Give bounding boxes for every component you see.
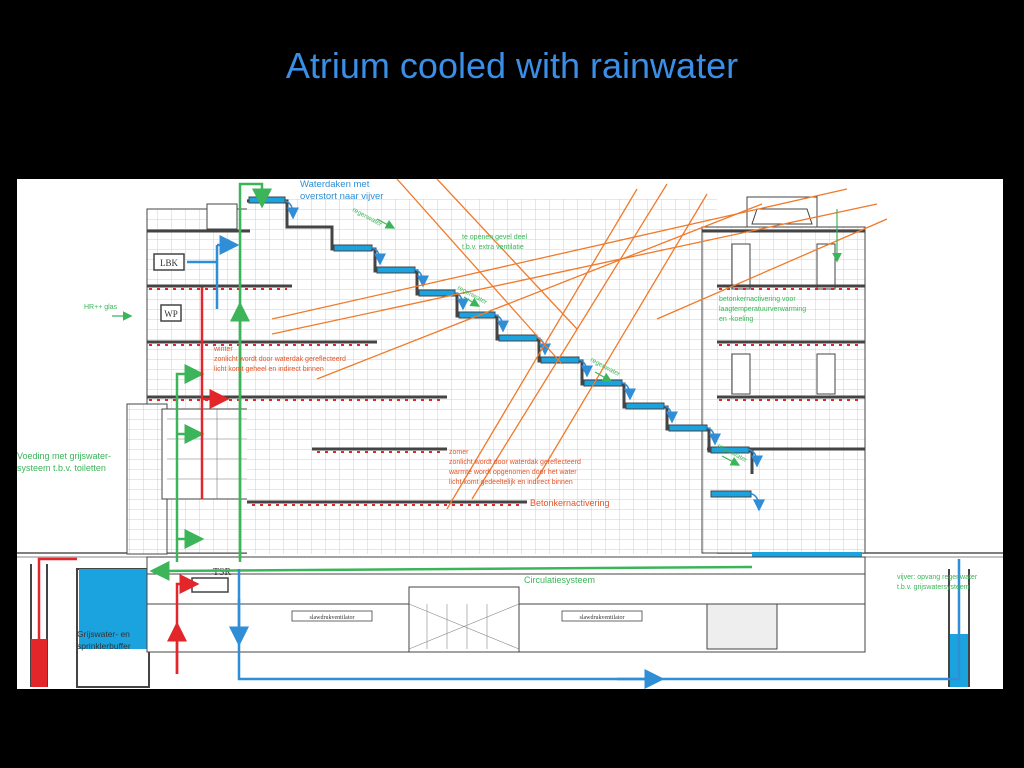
blue-pipes <box>187 235 961 689</box>
right-building-block <box>701 196 866 554</box>
label-zomer-3: warmte wordt opgenomen door het water <box>448 469 577 476</box>
label-beton-act-1: betonkernactivering voor <box>719 296 796 303</box>
stepped-water-roofs <box>247 196 765 512</box>
label-beton-act-2: laagtemperatuurverwarming <box>719 306 806 313</box>
label-zomer-1: zomer <box>449 449 469 456</box>
lbk-label: LBK <box>160 258 179 268</box>
green-pipes <box>149 182 842 581</box>
slide-title: Atrium cooled with rainwater <box>285 45 739 86</box>
grey-water-buffer <box>76 568 150 688</box>
building-section-diagram: slawdrukventilator slawdrukventilator LB… <box>17 179 1003 689</box>
green-direction-arrows <box>112 218 741 466</box>
label-waterdaken-2: overstort naar vijver <box>300 191 383 202</box>
ventilator-label-right: slawdrukventilator <box>580 615 625 621</box>
label-waterdaken-1: Waterdaken met <box>300 179 370 190</box>
wp-label: WP <box>164 309 178 319</box>
label-voeding-2: systeem t.b.v. toiletten <box>17 463 106 473</box>
equipment-tsr: TSR <box>191 567 232 593</box>
label-open-gevel-1: te openen gevel deel <box>462 234 527 241</box>
atrium-facade <box>247 199 717 554</box>
red-pipes <box>37 287 230 674</box>
label-hr-glas: HR++ glas <box>84 304 118 311</box>
label-winter-2: zonlicht wordt door waterdak gereflectee… <box>214 356 346 363</box>
label-winter-3: licht komt geheel en indirect binnen <box>214 366 324 373</box>
label-vijver-2: t.b.v. grijswatersysteem <box>897 584 970 591</box>
basement-ventilators: slawdrukventilator slawdrukventilator <box>291 610 643 622</box>
label-winter-1: winter <box>213 346 233 353</box>
label-zomer-2: zonlicht wordt door waterdak gereflectee… <box>449 459 581 466</box>
tsr-label: TSR <box>213 567 232 578</box>
label-grijswater-2: sprinklerbuffer <box>77 641 131 651</box>
label-circulatie: Circulatiesysteem <box>524 575 595 585</box>
label-open-gevel-2: t.b.v. extra ventilatie <box>462 244 524 251</box>
label-grijswater-1: Grijswater- en <box>77 629 130 639</box>
equipment-lbk: LBK <box>153 253 185 271</box>
label-voeding-1: Voeding met grijswater- <box>17 451 111 461</box>
ventilator-label-left: slawdrukventilator <box>310 615 355 621</box>
label-zomer-4: licht komt gedeeltelijk en indirect binn… <box>449 479 573 486</box>
label-betonkernactivering: Betonkernactivering <box>530 498 610 508</box>
label-vijver-1: vijver: opvang regenwater <box>897 574 978 581</box>
red-level-column <box>30 564 48 687</box>
label-beton-act-3: en -koeling <box>719 316 753 323</box>
basement <box>146 556 866 653</box>
sunlight-rays <box>271 179 888 510</box>
section-drawing: slawdrukventilator slawdrukventilator LB… <box>17 179 1003 689</box>
equipment-wp: WP <box>160 304 182 322</box>
